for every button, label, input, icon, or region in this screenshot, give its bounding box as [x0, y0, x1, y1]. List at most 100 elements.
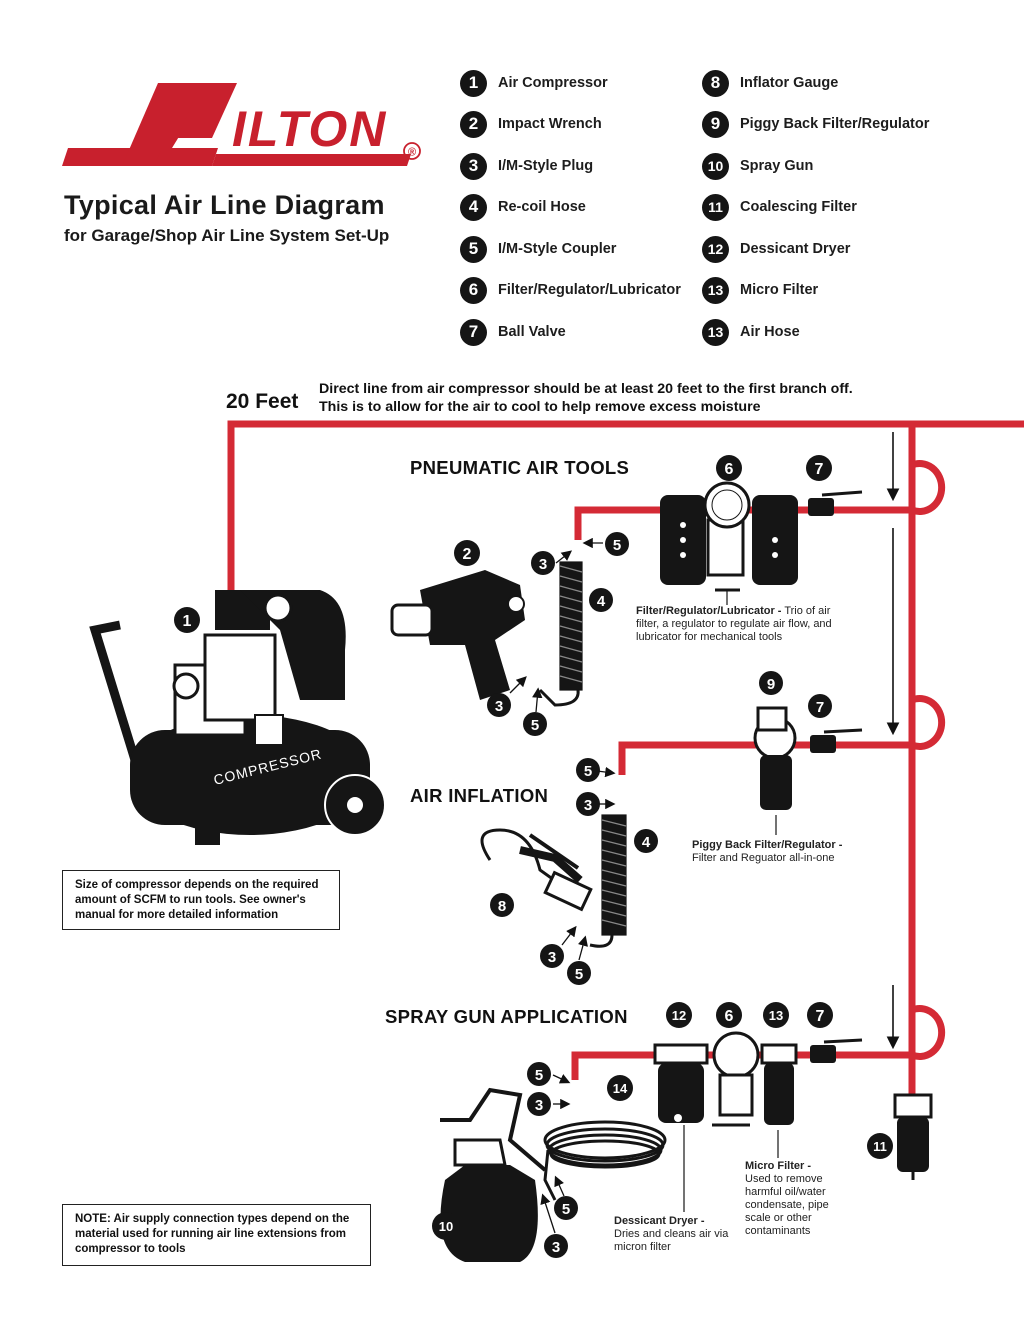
legend-item: 13 Micro Filter [702, 275, 962, 305]
svg-text:4: 4 [597, 593, 606, 610]
legend-number: 13 [702, 318, 729, 346]
callout-5: 5 [554, 1196, 578, 1220]
legend-label: Spray Gun [740, 158, 814, 174]
callout-5: 5 [523, 712, 547, 736]
legend-item: 4 Re-coil Hose [460, 192, 720, 222]
air-hose-coil [543, 1120, 667, 1201]
callout-4: 4 [634, 829, 658, 853]
dessicant-dryer-description-title: Dessicant Dryer - [614, 1215, 705, 1227]
legend-number: 9 [702, 110, 729, 138]
ball-valve-1 [808, 490, 863, 516]
callout-3: 3 [544, 1234, 568, 1258]
legend-number: 6 [460, 276, 487, 304]
callout-4: 4 [589, 588, 613, 612]
callout-10: 10 [432, 1212, 460, 1240]
callout-9: 9 [759, 671, 783, 695]
svg-text:8: 8 [498, 898, 506, 915]
callout-3: 3 [527, 1092, 551, 1116]
legend-label: Impact Wrench [498, 116, 602, 132]
svg-text:3: 3 [539, 556, 547, 573]
svg-text:5: 5 [575, 966, 583, 983]
feet-label: 20 Feet [226, 390, 299, 413]
svg-text:2: 2 [463, 546, 472, 563]
callout-11: 11 [867, 1133, 893, 1159]
section-air-inflation: AIR INFLATION [410, 785, 549, 806]
legend-label: Ball Valve [498, 324, 566, 340]
legend-item: 9 Piggy Back Filter/Regulator [702, 109, 962, 139]
callout-7: 7 [807, 1002, 833, 1028]
legend-item: 10 Spray Gun [702, 151, 962, 181]
legend-number: 10 [702, 152, 729, 180]
svg-text:6: 6 [725, 1008, 734, 1025]
section-spray-gun-application: SPRAY GUN APPLICATION [385, 1006, 628, 1027]
svg-text:3: 3 [552, 1239, 560, 1256]
svg-text:3: 3 [548, 949, 556, 966]
callout-7: 7 [806, 455, 832, 481]
svg-text:ILTON: ILTON [232, 101, 387, 157]
callout-8: 8 [490, 893, 514, 917]
spray-regulator [712, 1031, 760, 1127]
micro-filter [760, 1043, 798, 1158]
legend-number: 4 [460, 193, 487, 221]
callout-7: 7 [808, 694, 832, 718]
svg-text:7: 7 [816, 699, 824, 716]
svg-text:®: ® [408, 147, 416, 159]
cooling-note-line-1: Direct line from air compressor should b… [319, 381, 853, 397]
legend-label: Inflator Gauge [740, 75, 839, 91]
legend-number: 12 [702, 235, 729, 263]
micro-filter-description-text: Used to remove harmful oil/water condens… [745, 1173, 829, 1237]
frl-description: Filter/Regulator/Lubricator - Trio of ai… [636, 605, 851, 644]
dessicant-dryer-description: Dessicant Dryer - Dries and cleans air v… [614, 1215, 729, 1254]
section-pneumatic-air-tools: PNEUMATIC AIR TOOLS [410, 457, 630, 478]
page-title: Typical Air Line Diagram [64, 190, 385, 220]
callout-6: 6 [716, 1002, 742, 1028]
cooling-note: Direct line from air compressor should b… [319, 380, 853, 416]
pneumatic-branch-line [574, 506, 912, 540]
svg-text:3: 3 [495, 698, 503, 715]
callout-12: 12 [666, 1002, 692, 1028]
svg-text:13: 13 [769, 1008, 783, 1023]
callout-3: 3 [531, 551, 555, 575]
frl-unit [660, 481, 798, 605]
coalescing-filter [893, 1093, 933, 1180]
callout-3: 3 [576, 792, 600, 816]
piggy-back-description-title: Piggy Back Filter/Regulator - [692, 839, 843, 851]
svg-text:5: 5 [562, 1201, 570, 1218]
legend-number: 5 [460, 235, 487, 263]
micro-filter-description: Micro Filter - Used to remove harmful oi… [745, 1160, 845, 1238]
legend-label: Micro Filter [740, 282, 819, 298]
frl-description-title: Filter/Regulator/Lubricator - [636, 605, 782, 617]
legend-number: 1 [460, 69, 487, 97]
svg-text:3: 3 [584, 797, 592, 814]
callout-badges: 1 2 3 5 4 3 5 6 7 9 7 5 3 4 8 3 5 12 6 1… [174, 455, 893, 1258]
callout-2: 2 [454, 540, 480, 566]
legend-number: 11 [702, 193, 729, 221]
air-compressor: COMPRESSOR [89, 590, 386, 845]
inflator-gauge [480, 828, 593, 912]
svg-text:5: 5 [531, 717, 539, 734]
legend-label: Re-coil Hose [498, 199, 586, 215]
callout-3: 3 [487, 693, 511, 717]
legend-item: 8 Inflator Gauge [702, 68, 962, 98]
svg-text:4: 4 [642, 834, 651, 851]
ball-valve-3 [810, 1038, 863, 1063]
drip-loop-2 [910, 695, 946, 750]
milton-logo: ILTON ® [62, 83, 421, 166]
legend-number: 13 [702, 276, 729, 304]
main-air-line [227, 420, 1024, 590]
callout-6: 6 [716, 455, 742, 481]
supply-connection-note: NOTE: Air supply connection types depend… [62, 1204, 371, 1266]
compressor-size-note: Size of compressor depends on the requir… [62, 870, 340, 930]
cooling-note-line-2: This is to allow for the air to cool to … [319, 399, 761, 415]
spray-branch-line [571, 1051, 912, 1080]
legend-number: 8 [702, 69, 729, 97]
legend-label: I/M-Style Plug [498, 158, 594, 174]
drip-loop-1 [910, 460, 946, 515]
legend-label: Piggy Back Filter/Regulator [740, 116, 930, 132]
